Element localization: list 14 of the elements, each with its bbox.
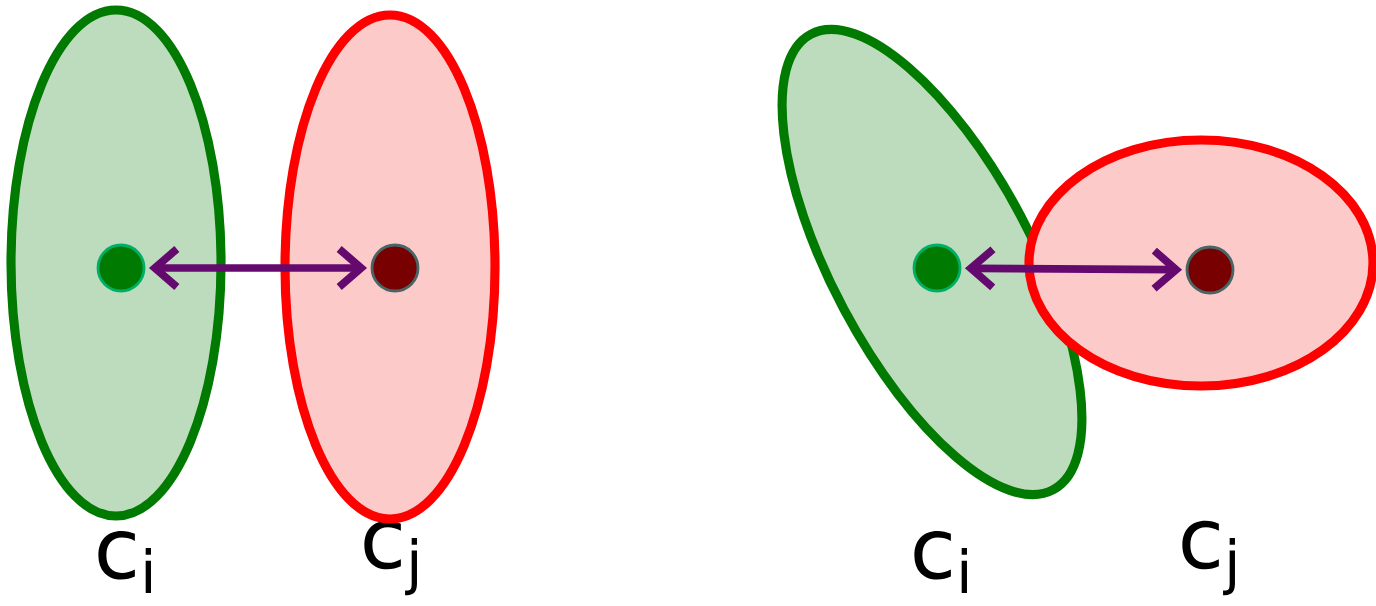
double-arrow — [148, 246, 368, 290]
cluster-ellipse — [777, 25, 1087, 593]
cluster-ellipse — [280, 10, 500, 596]
centroid-dot — [96, 243, 146, 293]
centroid-dot — [1185, 245, 1235, 295]
centroid-dot — [912, 243, 962, 293]
cluster-ellipse — [1024, 135, 1376, 596]
cluster-ellipse — [6, 5, 226, 593]
cluster-label: c$_{j}$ — [1182, 520, 1235, 596]
cluster-label: c$_{i}$ — [98, 531, 151, 593]
cluster-label: c$_{j}$ — [364, 520, 417, 596]
double-arrow — [964, 246, 1183, 292]
centroid-dot — [370, 243, 420, 293]
cluster-label: c$_{i}$ — [914, 531, 967, 593]
